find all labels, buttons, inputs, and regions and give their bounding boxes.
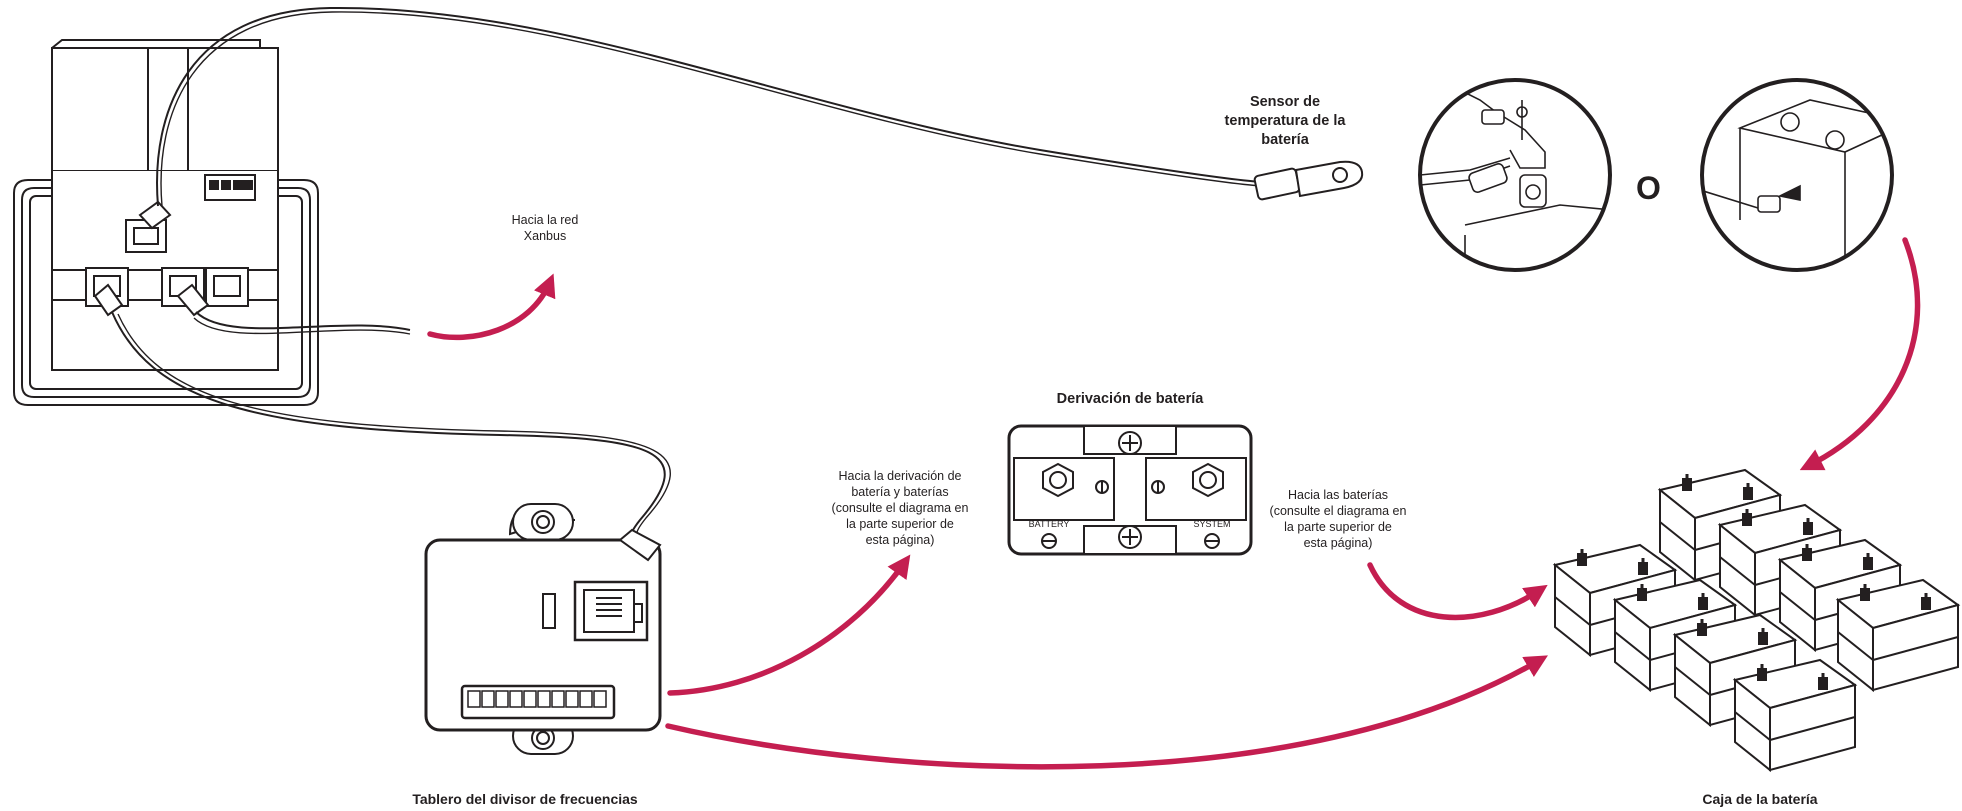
battery-bank bbox=[1553, 468, 1960, 772]
label-to-xanbus: Hacia la red Xanbus bbox=[511, 213, 579, 243]
temp-sensor-probe bbox=[1253, 160, 1364, 201]
splitter-board bbox=[424, 503, 662, 755]
label-shunt-system-terminal: SYSTEM bbox=[1193, 519, 1231, 529]
label-battery-box: Caja de la batería bbox=[1702, 791, 1818, 807]
label-to-batteries: Hacia las baterías (consulte el diagrama… bbox=[1269, 488, 1407, 550]
label-to-shunt: Hacia la derivación de batería y batería… bbox=[831, 469, 969, 547]
label-splitter-board: Tablero del divisor de frecuencias bbox=[412, 791, 638, 807]
control-panel bbox=[13, 39, 319, 406]
terminal-callout-left bbox=[1418, 78, 1612, 272]
label-shunt-battery-terminal: BATTERY bbox=[1028, 519, 1070, 529]
cables bbox=[111, 6, 1263, 541]
label-temperature-sensor: Sensor de temperatura de la batería bbox=[1224, 94, 1346, 148]
terminal-callout-right bbox=[1700, 78, 1894, 272]
label-or: O bbox=[1636, 170, 1661, 206]
battery-shunt bbox=[1007, 424, 1253, 556]
red-arrows bbox=[427, 237, 1921, 770]
label-battery-shunt-title: Derivación de batería bbox=[1056, 391, 1204, 407]
